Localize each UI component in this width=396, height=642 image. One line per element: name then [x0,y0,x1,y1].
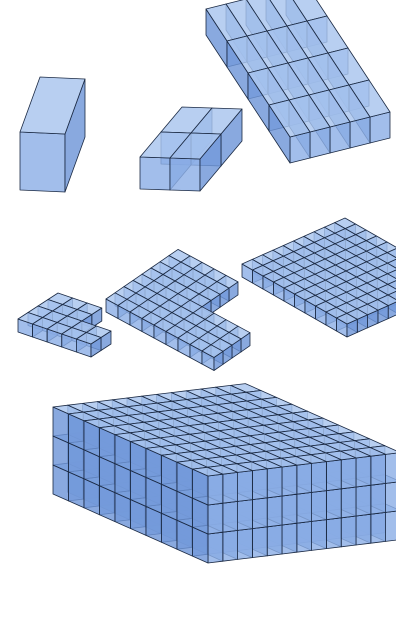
cube-front-face [341,458,356,489]
cube-front-face [238,500,253,531]
cube-front-face [282,465,297,496]
cube-front-face [386,482,396,513]
cube-front-face [386,511,396,542]
l-slab-medium [106,249,250,370]
unit-cube [20,77,85,192]
cube-front-face [312,491,327,522]
cube-front-face [282,494,297,525]
cube-front-face [223,501,238,532]
cube-front-face [341,516,356,547]
cube-front-face [356,514,371,545]
cube-front-face [238,529,253,560]
cube-front-face [208,532,223,563]
cube-front-face [371,512,386,543]
cube-front-face [208,474,223,505]
square-slab-large [242,218,396,337]
cube-front-face [208,503,223,534]
cube-front-face [326,489,341,520]
cube-front-face [282,523,297,554]
cube-front-face [356,456,371,487]
cube-front-face [356,485,371,516]
cube-front-face [326,518,341,549]
cube-front-face [170,158,200,191]
cube-front-face [297,463,312,494]
cube-front-face [267,496,282,527]
cube-front-face [371,483,386,514]
cube-front-face [371,454,386,485]
cube-front-face [297,521,312,552]
cube-front-face [252,498,267,529]
cube-front-face [386,453,396,484]
cube-front-face [297,492,312,523]
l-slab-small [18,293,111,357]
cube-front-face [312,462,327,493]
cube-front-face [252,527,267,558]
cube-front-face [223,530,238,561]
cube-front-face [140,157,170,190]
cube-front-face [326,460,341,491]
cube-front-face [267,525,282,556]
cube-front-face [341,487,356,518]
cube-front-face [238,471,253,502]
cube-front-face [252,469,267,500]
cube-slab-2x2 [140,107,242,191]
cube-front-face [267,467,282,498]
cube-front-face [20,132,65,192]
cube-front-face [223,472,238,503]
cube-front-face [312,520,327,551]
large-block [53,384,396,563]
